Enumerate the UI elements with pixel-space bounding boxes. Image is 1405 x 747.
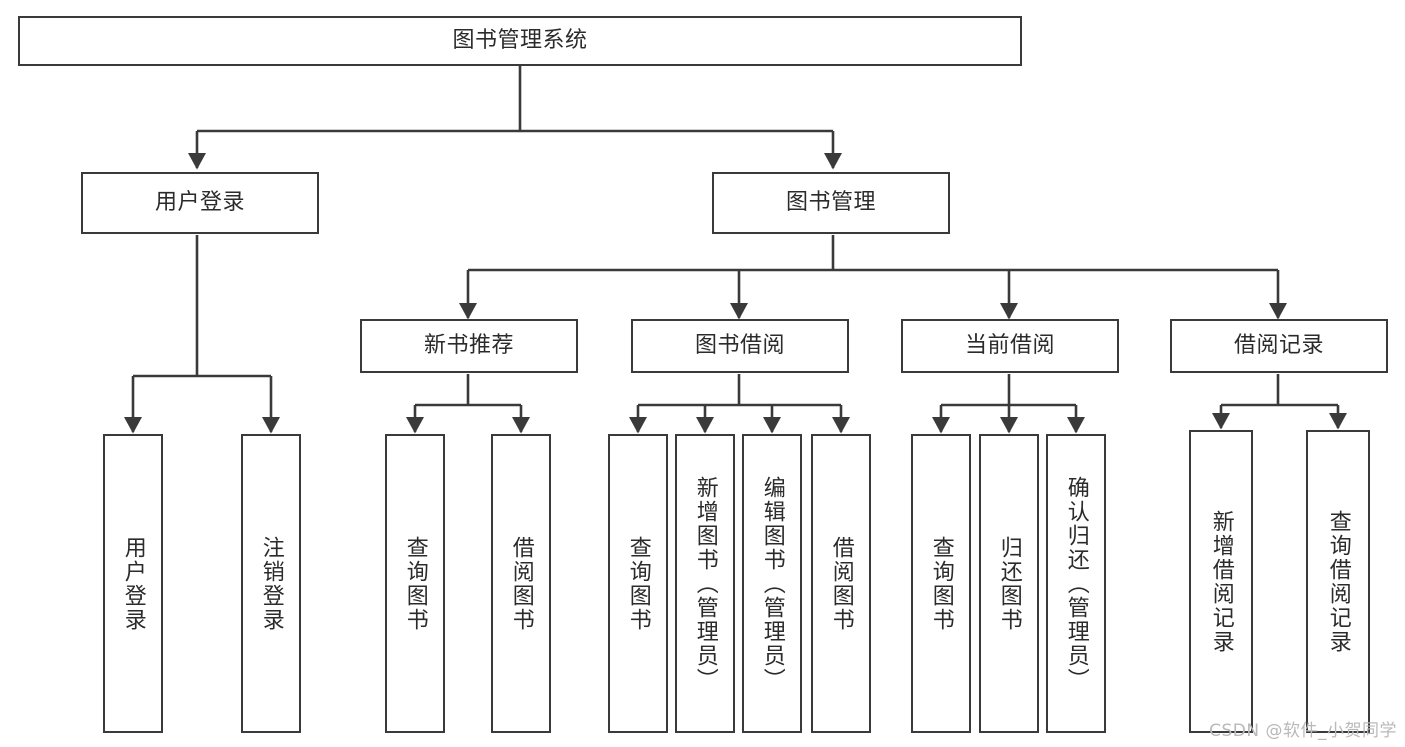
node-leaf-add-book-label: 新增图书（管理员）	[692, 475, 718, 692]
node-leaf-query-book-current[interactable]: 查询图书	[911, 434, 971, 733]
node-current-borrow-label: 当前借阅	[964, 333, 1055, 359]
node-leaf-query-book-current-label: 查询图书	[928, 535, 954, 632]
node-leaf-add-book[interactable]: 新增图书（管理员）	[675, 434, 735, 733]
node-leaf-borrow-book-rec[interactable]: 借阅图书	[491, 434, 551, 733]
node-leaf-query-book-rec[interactable]: 查询图书	[385, 434, 445, 733]
node-root-label: 图书管理系统	[452, 28, 588, 54]
node-book-borrow[interactable]: 图书借阅	[631, 319, 849, 373]
node-leaf-borrow-book[interactable]: 借阅图书	[811, 434, 871, 733]
node-root[interactable]: 图书管理系统	[18, 16, 1022, 66]
node-current-borrow[interactable]: 当前借阅	[901, 319, 1119, 373]
node-book-manage[interactable]: 图书管理	[712, 172, 950, 234]
node-borrow-record-label: 借阅记录	[1233, 333, 1324, 359]
node-leaf-user-logout[interactable]: 注销登录	[241, 434, 301, 733]
node-new-book-rec-label: 新书推荐	[423, 333, 514, 359]
node-leaf-borrow-book-label: 借阅图书	[828, 535, 854, 632]
node-book-borrow-label: 图书借阅	[694, 333, 785, 359]
node-leaf-return-book-label: 归还图书	[996, 535, 1022, 632]
node-leaf-user-logout-label: 注销登录	[258, 535, 284, 632]
node-book-manage-label: 图书管理	[785, 190, 876, 216]
node-leaf-add-record-label: 新增借阅记录	[1208, 509, 1234, 654]
node-user-login-label: 用户登录	[154, 190, 245, 216]
node-leaf-user-login-label: 用户登录	[120, 535, 146, 632]
node-leaf-confirm-return-label: 确认归还（管理员）	[1063, 475, 1089, 692]
node-borrow-record[interactable]: 借阅记录	[1170, 319, 1388, 373]
node-leaf-query-record-label: 查询借阅记录	[1325, 509, 1351, 654]
node-leaf-confirm-return[interactable]: 确认归还（管理员）	[1046, 434, 1106, 733]
node-leaf-add-record[interactable]: 新增借阅记录	[1189, 430, 1253, 733]
node-leaf-query-book-borrow-label: 查询图书	[625, 535, 651, 632]
node-leaf-edit-book-label: 编辑图书（管理员）	[759, 475, 785, 692]
node-leaf-user-login[interactable]: 用户登录	[103, 434, 163, 733]
node-leaf-query-book-rec-label: 查询图书	[402, 535, 428, 632]
node-user-login[interactable]: 用户登录	[81, 172, 319, 234]
node-leaf-edit-book[interactable]: 编辑图书（管理员）	[742, 434, 802, 733]
csdn-watermark: CSDN @软件_小贺同学	[1209, 721, 1397, 741]
node-leaf-borrow-book-rec-label: 借阅图书	[508, 535, 534, 632]
node-leaf-query-book-borrow[interactable]: 查询图书	[608, 434, 668, 733]
node-new-book-rec[interactable]: 新书推荐	[360, 319, 578, 373]
node-leaf-return-book[interactable]: 归还图书	[979, 434, 1039, 733]
node-leaf-query-record[interactable]: 查询借阅记录	[1306, 430, 1370, 733]
